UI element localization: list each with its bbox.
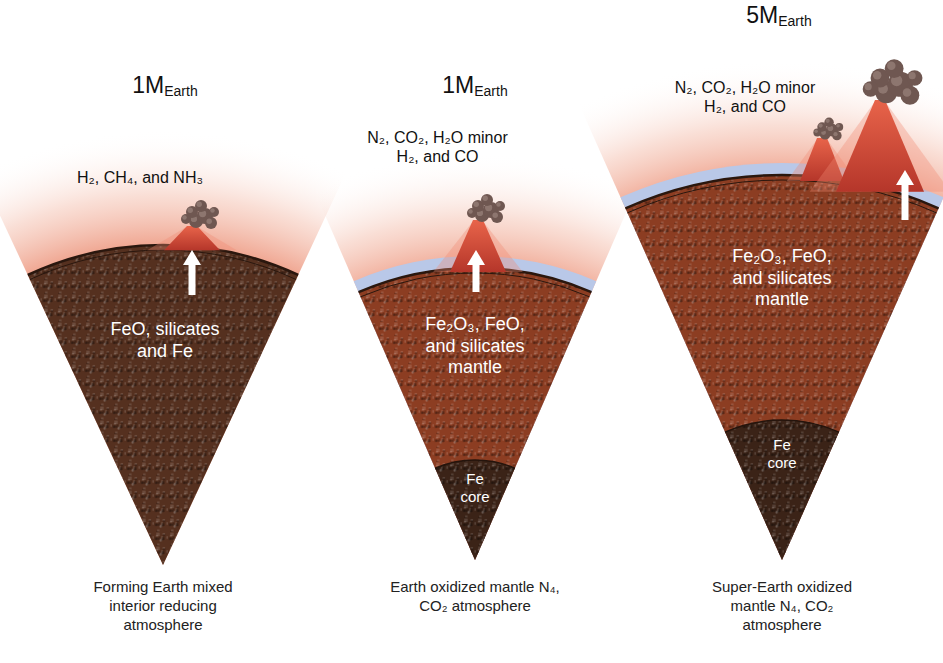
rock-texture [435,460,515,560]
rock-texture [725,420,839,560]
layer-text: Fe₂O₃, FeO, and silicates mantle [727,246,837,311]
planet-caption: Earth oxidized mantle N₄, CO₂ atmosphere [390,578,560,616]
planet-wedge-art [0,130,347,565]
layer-text: H₂, CH₄, and NH₃ [40,168,240,187]
rock-texture [28,245,298,565]
mass-heading: 5MEarth [620,2,938,30]
atmosphere-layer: H₂, CH₄, and NH₃ [30,150,300,250]
core-fill [725,420,839,560]
core-boundary [725,420,839,432]
planet-wedge: 1MEarthN₂, CO₂, H₂O minor H₂, and CO Fe₂O… [340,70,610,560]
core-layer: Fe core [440,466,510,526]
core-boundary [435,460,515,468]
planet-wedge-art [579,59,943,560]
layer-text: N₂, CO₂, H₂O minor H₂, and CO [670,78,820,116]
volcano [147,200,237,250]
layer-text: Fe core [757,436,807,472]
rock-texture [359,268,592,560]
rock-texture [625,175,938,560]
mass-heading: 1MEarth [20,72,310,100]
ocean-band [621,163,943,560]
atmosphere-layer: N₂, CO₂, H₂O minor H₂, and CO [630,58,930,170]
crust-line [30,250,296,280]
mantle-fill [28,245,298,565]
volcano [810,59,943,192]
layer-text: N₂, CO₂, H₂O minor H₂, and CO [365,128,510,166]
outgassing-arrow [473,265,480,292]
interior-layer: FeO, silicates and Fe [75,295,255,405]
mantle-layer: Fe₂O₃, FeO, and silicates mantle [370,292,580,442]
atmosphere-layer: N₂, CO₂, H₂O minor H₂, and CO [345,110,605,250]
planet-wedge: 5MEarthN₂, CO₂, H₂O minor H₂, and CO Fe₂O… [620,0,938,560]
planet-wedge: 1MEarthH₂, CH₄, and NH₃ FeO, silicates an… [20,70,310,565]
core-fill [435,460,515,560]
mass-heading: 1MEarth [340,72,610,100]
mantle-fill [359,268,592,560]
volcano [433,194,523,272]
outgassing-arrow [189,265,196,295]
mantle-layer: Fe₂O₃, FeO, and silicates mantle [655,220,915,400]
core-layer: Fe core [742,428,822,498]
atmosphere-glow [313,153,638,560]
layer-text: Fe core [452,470,498,506]
planet-wedge-art [313,153,638,560]
ocean-band [354,256,596,560]
mantle-fill [625,175,938,560]
atmosphere-glow [0,130,347,565]
layer-text: FeO, silicates and Fe [100,319,230,362]
planet-caption: Super-Earth oxidized mantle N₄, CO₂ atmo… [697,578,867,634]
outgassing-arrow [902,185,909,220]
atmosphere-glow [579,60,943,560]
layer-text: Fe₂O₃, FeO, and silicates mantle [420,314,530,379]
planet-caption: Forming Earth mixed interior reducing at… [78,578,248,634]
